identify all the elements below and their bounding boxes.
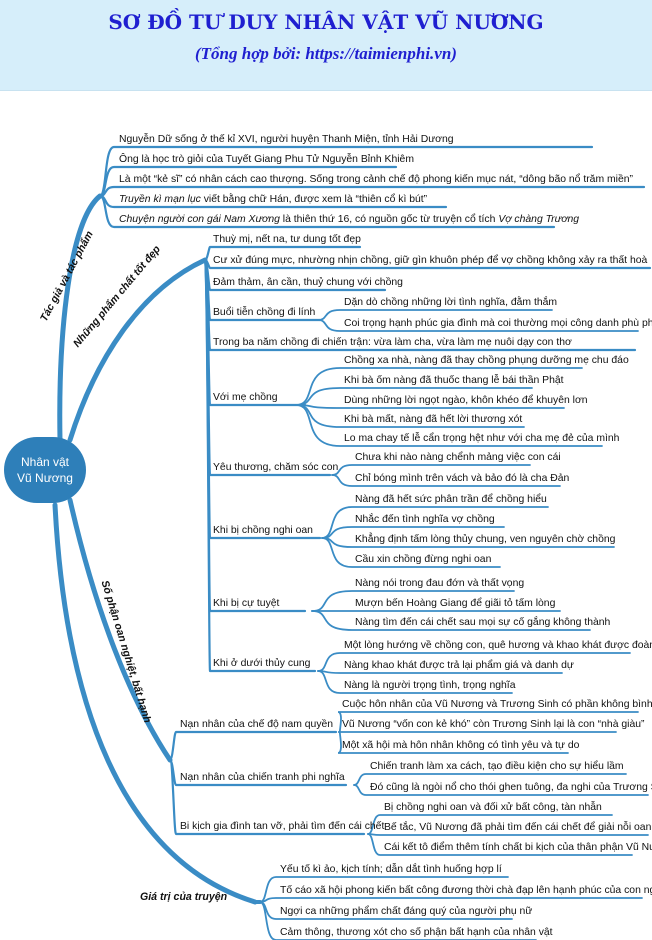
suspicion-item-4: Cầu xin chồng đừng nghi oan (355, 554, 492, 565)
quality-yeu-thuong: Yêu thương, chăm sóc con (213, 462, 339, 473)
war-item-1: Chiến tranh làm xa cách, tạo điều kiện c… (370, 761, 624, 772)
tragedy-item-1: Bị chồng nghi oan và đối xử bất công, tà… (384, 802, 602, 813)
link-war-1 (353, 784, 649, 796)
fate-nam-quyen: Nạn nhân của chế độ nam quyền (180, 719, 334, 730)
link-child-1 (331, 474, 561, 487)
value-item-4: Cảm thông, thương xót cho số phận bất hạ… (280, 927, 553, 938)
link-fate-0 (168, 730, 338, 762)
page-title: SƠ ĐỒ TƯ DUY NHÂN VẬT VŨ NƯƠNG (108, 10, 544, 34)
branch-gia-tri (52, 502, 258, 905)
farewell-item-1: Dặn dò chồng những lời tình nghĩa, đằm t… (344, 297, 558, 308)
link-mother-4 (295, 404, 603, 447)
link-value-1 (259, 897, 643, 903)
work-title-truyen-ki: Truyền kì mạn lục (119, 194, 201, 205)
rejection-item-1: Nàng nói trong đau đớn và thất vọng (355, 578, 525, 589)
link-quality-9 (203, 258, 317, 673)
quality-ba-nam: Trong ba năm chồng đi chiến trận: vừa là… (213, 337, 572, 348)
mother-in-law-item-5: Lo ma chay tế lễ cẩn trọng hệt như với c… (344, 433, 620, 444)
quality-cu-xu: Cư xử đúng mực, nhường nhịn chồng, giữ g… (213, 255, 648, 266)
link-quality-6 (203, 258, 332, 477)
mother-in-law-item-1: Chồng xa nhà, nàng đã thay chồng phụng d… (344, 355, 629, 366)
branch-so-phan (67, 497, 173, 763)
work-title-chuyen-nguoi: Chuyện người con gái Nam Xương (119, 214, 280, 225)
fate-bi-kich: Bi kịch gia đình tan vỡ, phải tìm đến cá… (180, 821, 385, 832)
author-item-5: Chuyện người con gái Nam Xương là thiên … (119, 213, 579, 226)
tragedy-item-2: Bế tắc, Vũ Nương đã phải tìm đến cái chế… (384, 822, 652, 833)
link-tragedy-2 (367, 833, 633, 856)
link-farewell-1 (317, 319, 639, 332)
link-rejection-2 (311, 610, 591, 631)
link-fate-2 (168, 758, 366, 836)
child-care-item-2: Chỉ bóng mình trên vách và bảo đó là cha… (355, 473, 570, 484)
link-suspicion-3 (321, 537, 501, 568)
suspicion-item-2: Nhắc đến tình nghĩa vợ chồng (355, 514, 495, 525)
patriarchy-item-2: Vũ Nương “vốn con kẻ khó” còn Trương Sin… (342, 719, 645, 730)
suspicion-item-3: Khẳng định tấm lòng thủy chung, ven nguy… (355, 534, 616, 545)
link-tragedy-1 (367, 833, 649, 836)
farewell-item-2: Coi trọng hạnh phúc gia đình mà coi thườ… (344, 318, 652, 329)
author-item-4-text: viết bằng chữ Hán, được xem là “thiên cổ… (200, 194, 428, 205)
war-item-2: Đó cũng là ngòi nổ cho thói ghen tuông, … (370, 782, 652, 793)
quality-dam-tham: Đảm thảm, ân cần, thuỷ chung với chồng (213, 277, 403, 288)
link-mother-0 (295, 367, 583, 406)
mother-in-law-item-4: Khi bà mất, nàng đã hết lời thương xót (344, 414, 523, 425)
quality-cu-tuyet: Khi bị cự tuyệt (213, 598, 280, 609)
root-node: Nhân vật Vũ Nương (4, 437, 86, 503)
underwater-item-3: Nàng là người trọng tình, trọng nghĩa (344, 680, 516, 691)
author-item-3: Là một “kẻ sĩ” có nhân cách cao thượng. … (119, 174, 633, 185)
quality-me-chong: Với mẹ chồng (213, 392, 278, 403)
author-item-4: Truyền kì mạn lục viết bằng chữ Hán, đượ… (119, 193, 427, 206)
root-line-1: Nhân vật (20, 455, 70, 469)
author-item-5-text: là thiên thứ 16, có nguồn gốc từ truyện … (279, 214, 499, 225)
quality-thuy-cung: Khi ở dưới thủy cung (213, 658, 311, 669)
rejection-item-3: Nàng tìm đến cái chết sau mọi sự cố gắng… (355, 617, 611, 628)
header-banner: SƠ ĐỒ TƯ DUY NHÂN VẬT VŨ NƯƠNG (Tổng hợp… (0, 0, 652, 91)
link-underwater-2 (317, 670, 513, 694)
link-patriarchy-2 (337, 731, 569, 754)
mother-in-law-item-3: Dùng những lời ngọt ngào, khôn khéo để k… (344, 395, 588, 406)
mother-in-law-item-2: Khi bà ốm nàng đã thuốc thang lễ bái thầ… (344, 375, 564, 386)
value-item-2: Tố cáo xã hội phong kiến bất công đương … (280, 885, 652, 896)
author-item-1: Nguyễn Dữ sống ở thế kỉ XVI, người huyện… (119, 134, 454, 145)
quality-nghi-oan: Khi bị chồng nghi oan (213, 525, 313, 536)
value-item-3: Ngợi ca những phẩm chất đáng quý của ngư… (280, 906, 533, 917)
quality-thuy-mi: Thuỳ mị, nết na, tư dung tốt đẹp (213, 234, 361, 245)
child-care-item-1: Chưa khi nào nàng chểnh mảng việc con cá… (355, 452, 561, 463)
suspicion-item-1: Nàng đã hết sức phân trần để chồng hiểu (355, 494, 547, 505)
quality-buoi-tien: Buổi tiễn chồng đi lính (213, 307, 316, 318)
rejection-item-2: Mượn bến Hoàng Giang để giãi tỏ tấm lòng (355, 598, 556, 609)
page-subtitle: (Tổng hợp bởi: https://taimienphi.vn) (195, 44, 457, 63)
patriarchy-item-1: Cuộc hôn nhân của Vũ Nương và Trương Sin… (342, 699, 652, 710)
branch-pham-chat (67, 257, 208, 443)
patriarchy-item-3: Một xã hội mà hôn nhân không có tình yêu… (342, 740, 580, 751)
branch-tac-gia (57, 193, 103, 443)
fate-chien-tranh: Nạn nhân của chiến tranh phi nghĩa (180, 772, 345, 783)
value-item-1: Yếu tố kì ảo, kịch tính; dẫn dắt tình hu… (280, 864, 502, 875)
root-line-2: Vũ Nương (17, 471, 73, 485)
link-author-4 (98, 194, 556, 229)
work-title-vo-chang: Vợ chàng Trương (498, 214, 580, 225)
category-gia-tri: Giá trị của truyện (140, 891, 228, 903)
author-item-2: Ông là học trò giỏi của Tuyết Giang Phu … (119, 154, 414, 165)
underwater-item-2: Nàng khao khát được trả lại phẩm giá và … (344, 660, 574, 671)
underwater-item-1: Một lòng hướng về chồng con, quê hương v… (344, 640, 652, 651)
tragedy-item-3: Cái kết tô điểm thêm tính chất bi kịch c… (384, 842, 652, 853)
